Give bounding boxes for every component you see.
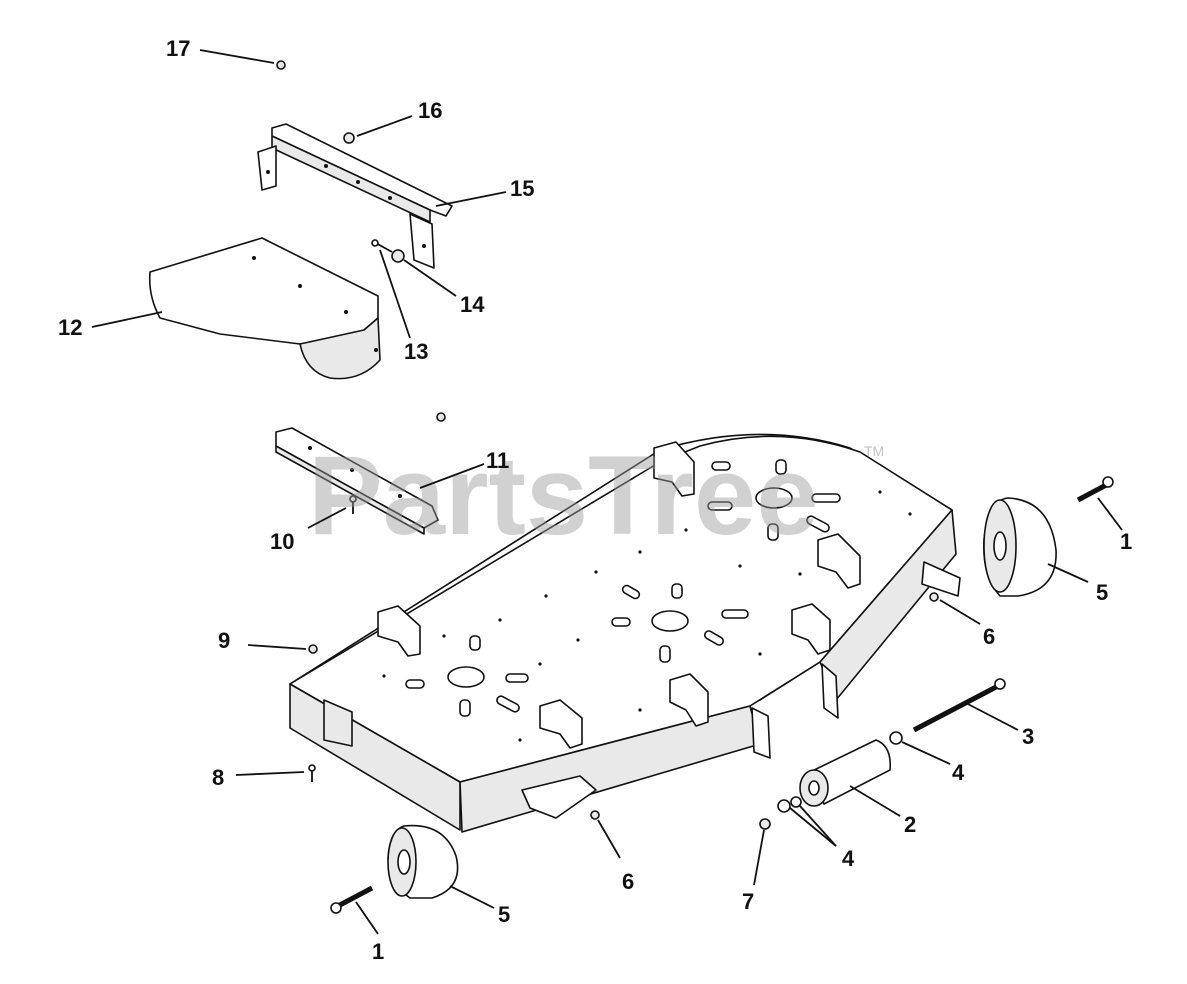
nut-17 bbox=[276, 60, 286, 70]
washer-4-left bbox=[777, 799, 791, 813]
callout-4-lower: 4 bbox=[842, 846, 855, 871]
callout-1-right: 1 bbox=[1120, 529, 1132, 554]
gauge-wheel-right bbox=[983, 497, 1057, 597]
callout-11: 11 bbox=[486, 448, 509, 473]
gauge-wheel-left bbox=[387, 824, 459, 899]
watermark-text: PartsTree bbox=[308, 433, 819, 558]
callout-12: 12 bbox=[58, 315, 82, 340]
callout-6-right: 6 bbox=[983, 624, 995, 649]
washer-14 bbox=[391, 249, 405, 263]
washer-4-right bbox=[790, 796, 802, 808]
callout-10: 10 bbox=[270, 529, 294, 554]
callout-13: 13 bbox=[404, 339, 428, 364]
callout-4-upper: 4 bbox=[952, 760, 965, 785]
nut-6-front bbox=[590, 810, 600, 820]
watermark-tm: TM bbox=[864, 443, 884, 459]
axle-bolt-left bbox=[330, 885, 374, 914]
callout-2: 2 bbox=[904, 812, 916, 837]
callout-14: 14 bbox=[460, 292, 485, 317]
bolt-8 bbox=[308, 764, 316, 782]
callout-7: 7 bbox=[742, 889, 754, 914]
axle-bolt-right bbox=[1076, 476, 1114, 503]
callout-17: 17 bbox=[166, 36, 190, 61]
nut-9 bbox=[308, 644, 318, 654]
front-bracket bbox=[275, 427, 439, 535]
callout-1-left: 1 bbox=[372, 939, 384, 964]
bolt-13 bbox=[371, 239, 393, 253]
callout-15: 15 bbox=[510, 176, 534, 201]
bolt-10 bbox=[349, 495, 357, 514]
roller-bolt bbox=[912, 678, 1006, 733]
deflector-shield bbox=[148, 237, 381, 380]
top-bracket bbox=[257, 123, 453, 269]
leader-lines bbox=[91, 49, 1123, 935]
nut-7 bbox=[759, 818, 771, 830]
callout-16: 16 bbox=[418, 98, 442, 123]
callout-3: 3 bbox=[1022, 724, 1034, 749]
callout-5-right: 5 bbox=[1096, 580, 1108, 605]
callout-5-left: 5 bbox=[498, 902, 510, 927]
washer-4-upper bbox=[889, 731, 903, 745]
callout-9: 9 bbox=[218, 628, 230, 653]
callout-8: 8 bbox=[212, 765, 224, 790]
nut-6-right bbox=[929, 592, 939, 602]
roller bbox=[799, 739, 892, 807]
callout-6-front: 6 bbox=[622, 869, 634, 894]
nut-16 bbox=[343, 132, 355, 144]
nut-upper bbox=[436, 412, 446, 422]
mower-deck bbox=[289, 433, 961, 833]
